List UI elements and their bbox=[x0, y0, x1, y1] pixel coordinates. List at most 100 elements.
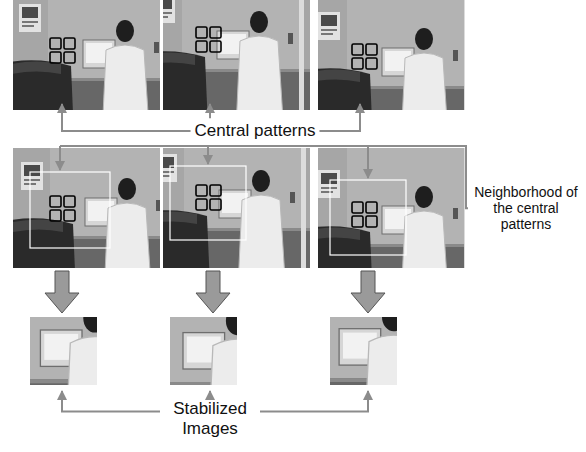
shirt bbox=[206, 339, 237, 385]
chair bbox=[318, 68, 374, 110]
phone bbox=[288, 33, 293, 44]
block-arrow bbox=[351, 271, 385, 313]
head bbox=[252, 170, 270, 192]
central-pattern bbox=[196, 185, 221, 210]
pattern-square bbox=[352, 202, 363, 213]
annotation-label: Stabilized Images bbox=[164, 399, 256, 438]
central-pattern bbox=[352, 44, 377, 69]
pattern-square bbox=[366, 44, 377, 55]
poster-text bbox=[163, 16, 168, 18]
pattern-square bbox=[366, 58, 377, 69]
chair-back bbox=[163, 211, 197, 226]
leader-lines bbox=[60, 104, 468, 411]
phone bbox=[156, 200, 160, 211]
pattern-square bbox=[64, 196, 75, 207]
pattern-square bbox=[64, 52, 75, 63]
poster-image bbox=[163, 0, 172, 9]
poster-text bbox=[321, 33, 333, 35]
pattern-square bbox=[50, 196, 61, 207]
poster-text bbox=[163, 175, 170, 177]
chair bbox=[170, 359, 173, 385]
pattern-square bbox=[210, 41, 221, 52]
wall bbox=[163, 148, 310, 268]
pattern-square bbox=[64, 38, 75, 49]
wall bbox=[30, 317, 97, 385]
wall bbox=[163, 0, 310, 110]
wall-light bbox=[170, 317, 237, 385]
video-frame bbox=[13, 0, 160, 110]
head bbox=[83, 317, 97, 333]
pattern-square bbox=[352, 44, 363, 55]
pattern-square bbox=[196, 27, 207, 38]
video-frame bbox=[163, 148, 310, 268]
leader-line bbox=[62, 104, 191, 131]
leader-line bbox=[260, 391, 368, 411]
chair-back bbox=[163, 52, 195, 67]
poster-text bbox=[321, 187, 337, 189]
poster-image bbox=[321, 15, 337, 26]
chair bbox=[13, 60, 75, 110]
poster-text bbox=[22, 25, 34, 27]
door-frame bbox=[464, 0, 465, 110]
video-frame bbox=[13, 148, 160, 268]
head bbox=[415, 28, 433, 50]
video-frame bbox=[30, 317, 97, 385]
poster-text bbox=[22, 21, 38, 23]
head bbox=[118, 178, 136, 200]
phone bbox=[453, 208, 458, 219]
phone bbox=[453, 50, 458, 61]
poster-text bbox=[321, 29, 337, 31]
wall bbox=[330, 317, 397, 385]
neighborhood-box bbox=[170, 166, 246, 240]
door-frame bbox=[464, 148, 465, 268]
chair-back bbox=[318, 69, 360, 84]
wall bbox=[318, 148, 465, 268]
poster bbox=[19, 4, 41, 32]
poster-text bbox=[321, 191, 333, 193]
shirt bbox=[64, 337, 97, 386]
central-pattern bbox=[50, 196, 75, 221]
video-frame bbox=[330, 317, 397, 385]
phone bbox=[290, 192, 295, 203]
shirt bbox=[400, 211, 450, 268]
shirt bbox=[363, 335, 398, 385]
poster-image bbox=[24, 165, 40, 176]
leader-line bbox=[60, 146, 468, 208]
leader-line bbox=[209, 104, 211, 118]
pattern-square bbox=[210, 185, 221, 196]
leader-line bbox=[207, 146, 209, 164]
pattern-square bbox=[352, 58, 363, 69]
video-frame bbox=[318, 148, 465, 268]
shirt bbox=[235, 36, 285, 110]
wall bbox=[13, 148, 160, 268]
door-frame bbox=[299, 0, 304, 110]
poster-image bbox=[22, 7, 38, 18]
central-pattern bbox=[50, 38, 75, 63]
pattern-square bbox=[50, 52, 61, 63]
pattern-square bbox=[64, 210, 75, 221]
poster-text bbox=[24, 179, 40, 181]
poster bbox=[21, 162, 43, 190]
phone bbox=[154, 42, 159, 53]
neighborhood-box bbox=[330, 180, 406, 255]
poster bbox=[318, 12, 340, 40]
leader-line bbox=[209, 391, 211, 396]
central-pattern bbox=[196, 27, 221, 52]
wall bbox=[170, 317, 237, 385]
video-frame bbox=[163, 0, 310, 110]
chair bbox=[13, 218, 77, 268]
pattern-square bbox=[366, 202, 377, 213]
head bbox=[415, 186, 433, 208]
poster-text bbox=[163, 12, 172, 14]
block-arrow bbox=[196, 271, 230, 313]
wall-light bbox=[330, 317, 397, 385]
pattern-square bbox=[210, 27, 221, 38]
shirt bbox=[400, 53, 450, 110]
poster bbox=[163, 0, 175, 23]
video-frame bbox=[170, 317, 237, 385]
pattern-square bbox=[366, 216, 377, 227]
leader-line bbox=[319, 104, 360, 131]
leader-line bbox=[59, 146, 61, 170]
